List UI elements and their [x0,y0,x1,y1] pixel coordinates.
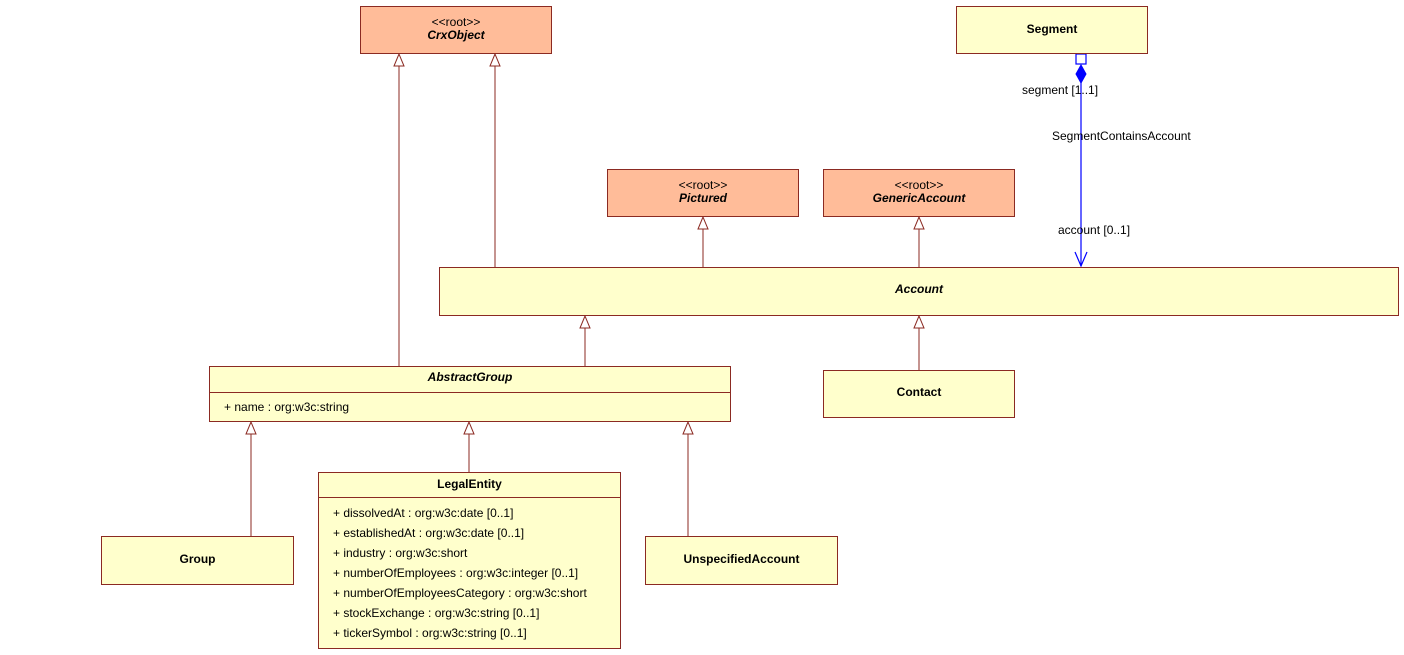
class-segment[interactable]: Segment [956,6,1148,54]
attribute: + tickerSymbol : org:w3c:string [0..1] [333,626,527,640]
stereotype-label: <<root>> [431,15,481,29]
composition-diamond [1075,63,1087,85]
class-name: LegalEntity [437,477,502,491]
class-contact[interactable]: Contact [823,370,1015,418]
class-group[interactable]: Group [101,536,294,585]
class-pictured[interactable]: <<root>> Pictured [607,169,799,217]
association-qualifier-square [1075,53,1087,65]
stereotype-label: <<root>> [678,178,728,192]
association-name: SegmentContainsAccount [1052,129,1191,143]
attribute: + stockExchange : org:w3c:string [0..1] [333,606,540,620]
class-legalentity[interactable]: LegalEntity + dissolvedAt : org:w3c:date… [318,472,621,649]
class-name: Pictured [678,191,727,205]
class-crxobject[interactable]: <<root>> CrxObject [360,6,552,54]
class-abstractgroup[interactable]: AbstractGroup + name : org:w3c:string [209,366,731,422]
generalization-arrowhead [682,420,694,435]
generalization-arrowhead [393,52,405,67]
attribute: + numberOfEmployees : org:w3c:integer [0… [333,566,579,580]
attribute-list: + name : org:w3c:string [224,397,726,417]
attribute: + name : org:w3c:string [224,400,350,414]
class-name: Account [895,282,943,296]
generalization-arrowhead [913,215,925,230]
class-genericaccount[interactable]: <<root>> GenericAccount [823,169,1015,217]
generalization-arrowhead [697,215,709,230]
class-name: AbstractGroup [427,370,513,384]
generalization-arrowhead [913,314,925,329]
compartment-divider [319,497,620,498]
class-name: Contact [896,385,942,399]
class-name: Segment [1026,22,1078,36]
generalization-arrowhead [489,52,501,67]
generalization-arrowhead [463,420,475,435]
compartment-divider [210,392,730,393]
attribute-list: + dissolvedAt : org:w3c:date [0..1] + es… [333,503,616,643]
class-name: CrxObject [427,28,485,42]
attribute: + dissolvedAt : org:w3c:date [0..1] [333,506,514,520]
generalization-arrowhead [245,420,257,435]
attribute: + industry : org:w3c:short [333,546,468,560]
class-name: GenericAccount [872,191,966,205]
association-source-role: segment [1..1] [1022,83,1099,97]
attribute: + numberOfEmployeesCategory : org:w3c:sh… [333,586,587,600]
stereotype-label: <<root>> [894,178,944,192]
class-unspecifiedaccount[interactable]: UnspecifiedAccount [645,536,838,585]
attribute: + establishedAt : org:w3c:date [0..1] [333,526,525,540]
generalization-arrowhead [579,314,591,329]
association-target-role: account [0..1] [1058,223,1131,237]
association-navigability-arrow [1074,251,1088,268]
class-account[interactable]: Account [439,267,1399,316]
class-name: Group [179,552,216,566]
class-name: UnspecifiedAccount [683,552,800,566]
